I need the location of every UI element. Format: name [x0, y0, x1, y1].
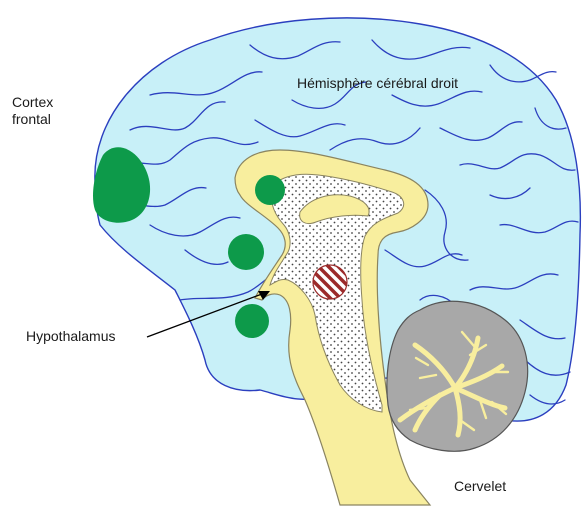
green-region-upper: [255, 175, 285, 205]
cortex-frontal-label-line1: Cortex: [12, 94, 53, 111]
cortex-frontal-label-line2: frontal: [12, 111, 53, 128]
cerebellum-label: Cervelet: [454, 478, 506, 495]
hatched-region: [313, 265, 347, 299]
hemisphere-label: Hémisphère cérébral droit: [297, 75, 458, 92]
green-region-lower: [235, 304, 269, 338]
hypothalamus-label: Hypothalamus: [26, 328, 116, 345]
green-region-middle: [228, 234, 264, 270]
cerebellum: [387, 301, 528, 451]
cortex-frontal-label: Cortex frontal: [12, 94, 53, 128]
